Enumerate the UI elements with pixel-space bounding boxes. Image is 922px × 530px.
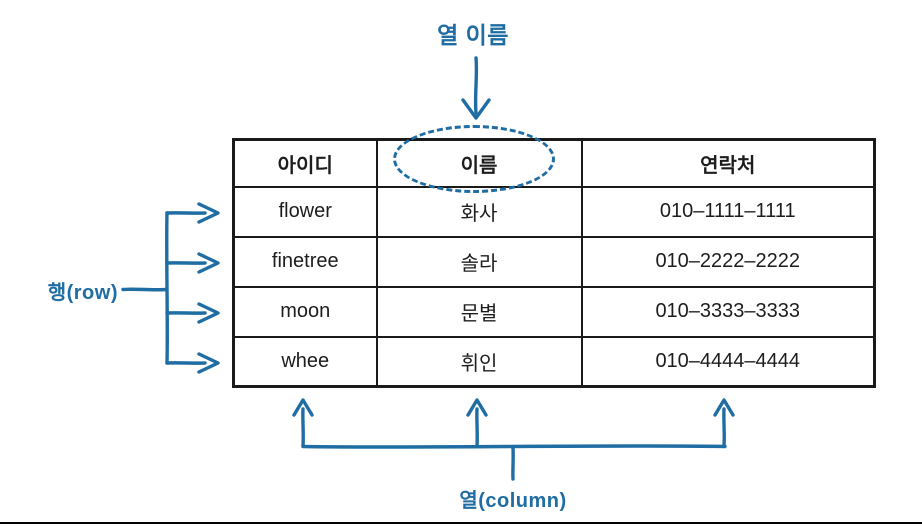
cell-contact: 010–2222–2222: [580, 235, 876, 288]
column-header-highlight-ellipse: [393, 125, 555, 193]
table-row: finetree 솔라 010–2222–2222: [232, 235, 876, 288]
cell-id: flower: [232, 185, 378, 238]
row-bracket-arrows: [121, 202, 220, 374]
cell-contact: 010–1111–1111: [580, 185, 876, 238]
cell-name: 문별: [375, 285, 583, 338]
table-row: flower 화사 010–1111–1111: [232, 185, 876, 238]
column-label: 열(column): [459, 490, 567, 512]
page-bottom-rule: [0, 522, 922, 524]
cell-name: 화사: [375, 185, 583, 238]
database-table: 아이디 이름 연락처 flower 화사 010–1111–1111 finet…: [232, 138, 876, 388]
cell-name: 솔라: [375, 235, 583, 288]
cell-name: 휘인: [375, 335, 583, 388]
cell-id: moon: [232, 285, 378, 338]
table-row: moon 문별 010–3333–3333: [232, 285, 876, 338]
row-label: 행(row): [47, 282, 118, 304]
cell-contact: 010–4444–4444: [580, 335, 876, 388]
cell-id: finetree: [232, 235, 378, 288]
column-name-label: 열 이름: [437, 22, 509, 48]
table-row: whee 휘인 010–4444–4444: [232, 335, 876, 388]
column-bracket-arrows: [292, 398, 735, 481]
column-header-contact: 연락처: [580, 138, 876, 188]
column-name-arrow: [461, 56, 491, 120]
column-header-id: 아이디: [232, 138, 378, 188]
cell-contact: 010–3333–3333: [580, 285, 876, 338]
cell-id: whee: [232, 335, 378, 388]
